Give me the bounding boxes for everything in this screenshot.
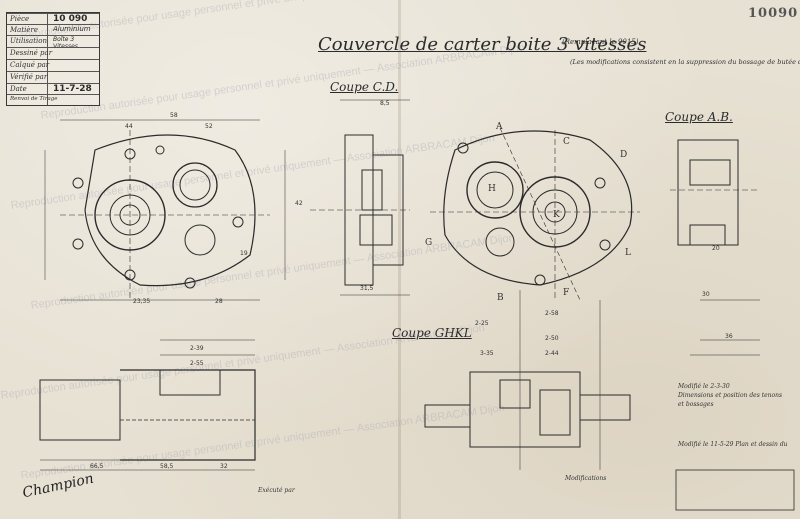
- dimension-label: 20: [712, 245, 720, 252]
- modification-note-line: Dimensions et position des tenons et bos…: [678, 392, 783, 408]
- dimension-label: 23,35: [133, 298, 150, 305]
- dimension-label: 2-58: [545, 310, 559, 317]
- dimension-label: 2-44: [545, 350, 559, 357]
- modification-note-2: Modifié le 11-5-29 Plan et dessin du: [678, 441, 788, 448]
- section-letter: B: [497, 293, 504, 303]
- dimension-label: 8,5: [380, 100, 390, 107]
- section-letter: C: [563, 137, 570, 147]
- title-block-label: Matière: [10, 26, 39, 34]
- dimension-label: 30: [702, 291, 710, 298]
- plan-view-left: [44, 119, 286, 301]
- title-block-row: Calqué par: [7, 59, 99, 71]
- elevation-view-left: [39, 339, 256, 471]
- section-cd-view: [310, 99, 410, 296]
- dimension-label: 3-35: [480, 350, 494, 357]
- title-block-row: Date 11-7-28: [7, 83, 99, 95]
- title-block-label: Pièce: [10, 15, 30, 23]
- section-letter: D: [620, 150, 628, 160]
- plan-view-right: [430, 127, 640, 301]
- section-ghkl-view: [424, 290, 631, 470]
- title-block-label: Dessiné par: [10, 49, 53, 57]
- title-block-row: Dessiné par: [7, 47, 99, 59]
- title-block-label: Calqué par: [10, 61, 50, 69]
- section-letter: K: [553, 210, 560, 220]
- title-block-value: 11-7-28: [53, 84, 92, 94]
- title-block-row: Renvoi de Tirage: [7, 94, 99, 106]
- dimension-label: 19: [240, 250, 248, 257]
- section-letter: G: [425, 238, 433, 248]
- dimension-label: 2-50: [545, 335, 559, 342]
- section-label-ghkl: Coupe GHKL: [392, 326, 472, 340]
- modification-note-title: Modifié le 2-3-30: [678, 383, 730, 390]
- executed-by-note: Exécuté par: [258, 487, 295, 494]
- dimension-label: 31,5: [360, 285, 374, 292]
- title-block-value: 10 090: [53, 14, 88, 24]
- dimension-label: 42: [295, 200, 303, 207]
- title-block-label: Date: [10, 85, 27, 93]
- section-letter: F: [563, 288, 570, 298]
- title-block-row: Pièce 10 090: [7, 13, 99, 25]
- dimension-label: 52: [205, 123, 213, 130]
- title-block-label: Renvoi de Tirage: [10, 96, 58, 102]
- section-letter: A: [496, 122, 503, 132]
- dimension-label: 2-55: [190, 360, 204, 367]
- section-label-cd: Coupe C.D.: [330, 80, 399, 94]
- dimension-label: 32: [220, 463, 228, 470]
- title-block-label: Utilisation: [10, 37, 47, 45]
- title-block-row: Utilisation Boîte 3 Vitesses: [7, 35, 99, 50]
- dimension-label: 36: [725, 333, 733, 340]
- title-block-value: Boîte 3 Vitesses: [53, 36, 78, 50]
- section-letter: H: [488, 184, 496, 194]
- dimension-label: 58: [170, 112, 178, 119]
- title-block: Pièce 10 090 Matière Aluminium Utilisation…: [6, 12, 100, 106]
- dimension-label: 66,5: [90, 463, 104, 470]
- title-block-row: Matière Aluminium: [7, 24, 99, 36]
- section-letter: L: [625, 248, 631, 258]
- dimension-label: 28: [215, 298, 223, 305]
- dimension-label: 2-25: [475, 320, 489, 327]
- paper-fold: [398, 0, 401, 519]
- dimension-label: 58,5: [160, 463, 174, 470]
- drawing-subtitle-note: (Les modifications consistent en la supp…: [570, 58, 800, 66]
- dimension-label: 44: [125, 123, 133, 130]
- dimension-labels: 58 44 52 23,35 28 31,5 8,5 42 19 2-39 2-…: [90, 100, 733, 470]
- section-ab-view: [670, 139, 760, 356]
- title-block-label: Vérifié par: [10, 73, 48, 81]
- dimension-label: 2-39: [190, 345, 204, 352]
- modification-note: Modifié le 2-3-30 Dimensions et position…: [678, 382, 788, 409]
- drawing-subtitle: (Remplaçant le 9015): [562, 38, 639, 46]
- modifications-heading: Modifications: [565, 475, 607, 482]
- note-box: [675, 469, 795, 511]
- part-code: 10090: [748, 6, 799, 21]
- drawing-title: Couvercle de carter boite 3 vitesses: [318, 34, 647, 55]
- section-label-ab: Coupe A.B.: [665, 110, 733, 124]
- title-block-row: Vérifié par: [7, 71, 99, 83]
- title-block-value: Aluminium: [53, 25, 91, 33]
